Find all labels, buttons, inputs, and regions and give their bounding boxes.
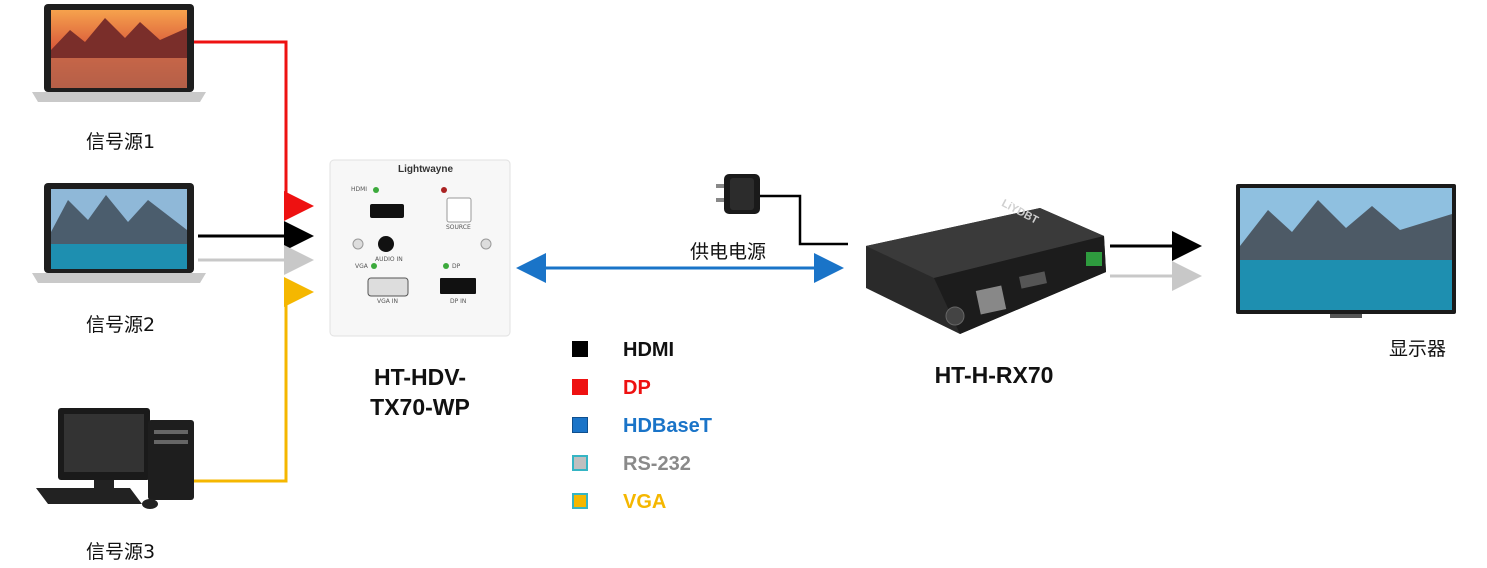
legend-label-hdbaset: HDBaseT <box>623 415 712 437</box>
legend-label-dp: DP <box>623 377 651 399</box>
legend-label-vga: VGA <box>623 491 667 513</box>
port-label-hdmi: HDMI <box>351 186 368 193</box>
legend-swatch-rs232 <box>572 455 588 471</box>
transmitter-model-line1: HT-HDV- <box>374 364 466 390</box>
source2-label: 信号源2 <box>86 314 156 336</box>
transmitter-model: HT-HDV- TX70-WP <box>340 362 500 422</box>
legend-swatch-vga <box>572 493 588 509</box>
port-label-dp-in: DP IN <box>450 298 467 305</box>
transmitter-model-line2: TX70-WP <box>370 394 470 420</box>
legend-swatch-hdmi <box>572 341 588 357</box>
source1-label: 信号源1 <box>86 131 156 153</box>
port-label-audio: AUDIO IN <box>375 256 403 263</box>
port-label-dp: DP <box>452 263 461 270</box>
port-label-vga: VGA <box>355 263 368 270</box>
legend-swatch-hdbaset <box>572 417 588 433</box>
legend-label-hdmi: HDMI <box>623 339 675 361</box>
power-label: 供电电源 <box>690 241 767 263</box>
dp-line-source1 <box>194 40 314 221</box>
legend-label-rs232: RS-232 <box>623 453 691 475</box>
transmitter-brand: Lightwayne <box>398 164 454 175</box>
receiver-model: HT-H-RX70 <box>934 362 1054 388</box>
legend-swatch-dp <box>572 379 588 395</box>
port-label-vga-in: VGA IN <box>377 298 399 305</box>
power-line <box>758 194 848 246</box>
source3-label: 信号源3 <box>86 541 156 563</box>
port-label-source: SOURCE <box>446 224 471 231</box>
display-label: 显示器 <box>1389 338 1447 360</box>
vga-line-source3 <box>194 277 314 483</box>
